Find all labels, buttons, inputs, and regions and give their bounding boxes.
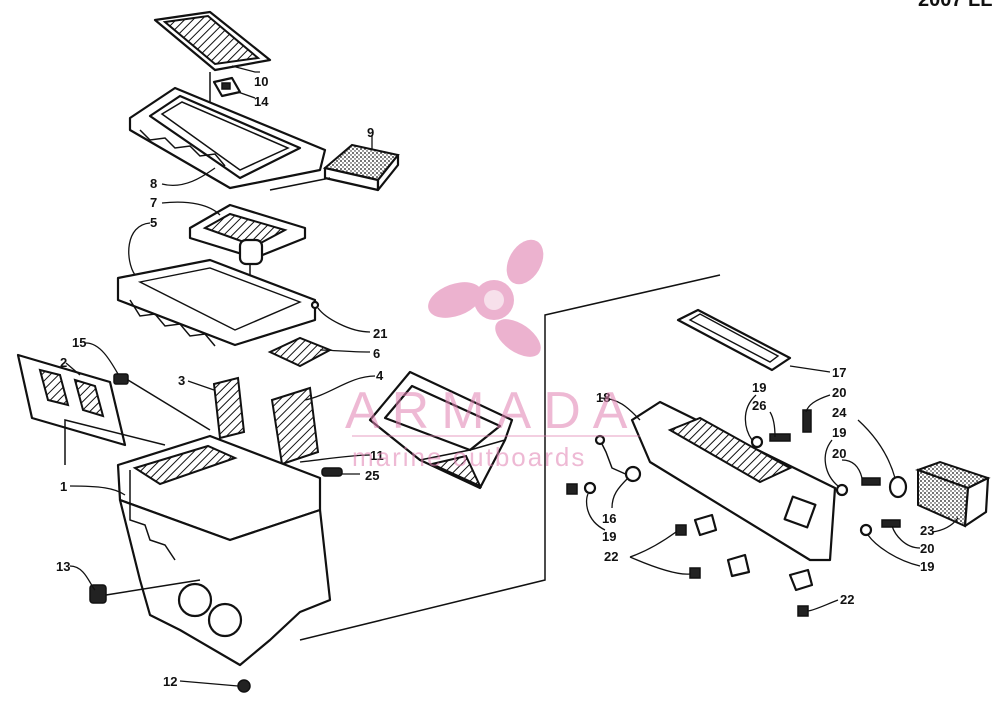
reference-code: 2007 LL xyxy=(918,0,992,11)
part-5-base-plate xyxy=(116,258,317,347)
callout-3: 3 xyxy=(178,373,185,388)
leader-lines xyxy=(65,65,959,687)
callout-14: 14 xyxy=(254,94,269,109)
part-18-long-housing xyxy=(630,400,837,562)
callout-19: 19 xyxy=(920,559,934,574)
part-16-rod xyxy=(594,434,642,483)
watermark: ARMADA marine outboards xyxy=(345,239,640,472)
callout-7: 7 xyxy=(150,195,157,210)
callout-20: 20 xyxy=(920,541,934,556)
callout-5: 5 xyxy=(150,215,157,230)
part-23-foam-filter xyxy=(915,460,991,528)
callout-17: 17 xyxy=(832,365,846,380)
callout-11: 11 xyxy=(370,448,384,463)
part-10-top-grille xyxy=(153,10,272,72)
callout-16: 16 xyxy=(602,511,616,526)
part-12-grommet xyxy=(237,679,251,693)
callout-20: 20 xyxy=(832,385,846,400)
part-6-gasket xyxy=(267,336,333,368)
part-14-clip xyxy=(212,76,242,98)
propeller-icon xyxy=(428,239,544,357)
part-25-bolt xyxy=(321,467,343,477)
callout-24: 24 xyxy=(832,405,847,420)
part-19-washers xyxy=(583,435,873,537)
callout-25: 25 xyxy=(365,468,379,483)
part-20-bolts xyxy=(769,409,901,528)
callout-22: 22 xyxy=(840,592,854,607)
part-11-hood-duct xyxy=(368,370,514,490)
watermark-brand: ARMADA xyxy=(345,382,639,440)
callout-13: 13 xyxy=(56,559,70,574)
part-17-gasket xyxy=(676,308,792,372)
watermark-tagline: marine outboards xyxy=(352,442,586,472)
callout-10: 10 xyxy=(254,74,268,89)
part-8-cover-tray xyxy=(128,86,327,190)
callout-20: 20 xyxy=(832,446,846,461)
part-24-plug xyxy=(888,475,908,499)
callout-6: 6 xyxy=(373,346,380,361)
part-9-foam-filter xyxy=(322,143,400,192)
callout-4: 4 xyxy=(376,368,384,383)
part-22-brackets xyxy=(693,513,814,592)
callouts: 10 14 9 8 7 5 21 6 15 2 3 4 11 25 1 13 1… xyxy=(56,74,934,689)
callout-23: 23 xyxy=(920,523,934,538)
part-13-clip xyxy=(89,584,107,604)
callout-12: 12 xyxy=(163,674,177,689)
callout-26: 26 xyxy=(752,398,766,413)
part-1-airbox-housing xyxy=(116,434,332,667)
callout-18: 18 xyxy=(596,390,610,405)
callout-19: 19 xyxy=(752,380,766,395)
callout-1: 1 xyxy=(60,479,67,494)
callout-9: 9 xyxy=(367,125,374,140)
callout-2: 2 xyxy=(60,355,67,370)
callout-15: 15 xyxy=(72,335,86,350)
part-7-intake-boot xyxy=(188,203,307,266)
part-15-bolt xyxy=(113,373,211,431)
callout-19: 19 xyxy=(832,425,846,440)
part-4-foam-block xyxy=(270,386,320,466)
callout-22: 22 xyxy=(604,549,618,564)
callout-21: 21 xyxy=(373,326,387,341)
callout-8: 8 xyxy=(150,176,157,191)
part-2-side-panel xyxy=(16,353,127,447)
callout-19: 19 xyxy=(602,529,616,544)
part-3-foam-block xyxy=(212,376,246,440)
